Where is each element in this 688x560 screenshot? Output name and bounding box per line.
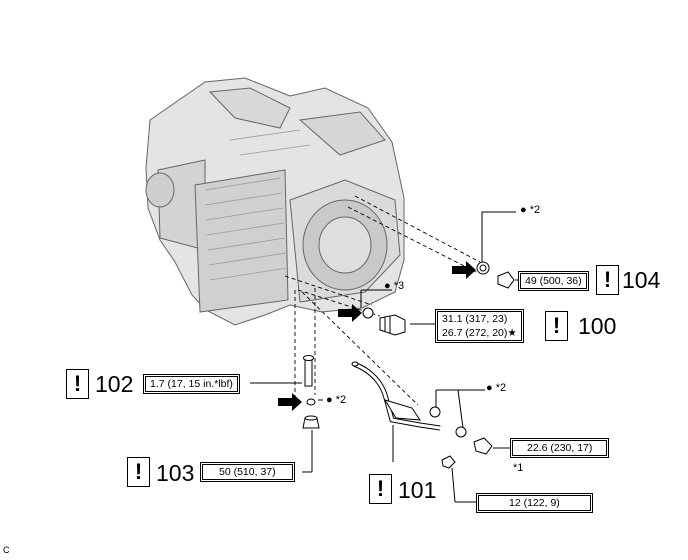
o-ring-100 xyxy=(362,307,374,319)
warning-icon-103: ! xyxy=(127,457,150,487)
torque-102: 1.7 (17, 15 in.*lbf) xyxy=(145,376,238,392)
union-bolt xyxy=(473,437,493,455)
note-101: ● *2 xyxy=(486,382,507,394)
gasket-b xyxy=(455,426,467,438)
torque-104: 49 (500, 36) xyxy=(520,273,587,289)
warning-icon-100: ! xyxy=(545,311,568,341)
transaxle-housing-illustration xyxy=(145,77,405,326)
warning-icon-102: ! xyxy=(66,369,89,399)
housing-details xyxy=(204,129,311,281)
install-arrows xyxy=(278,261,476,411)
corner-label: C xyxy=(3,545,10,555)
ref-104: 104 xyxy=(622,267,661,293)
arrow-100 xyxy=(338,304,362,322)
torque-box-bracket-bolt: 12 (122, 9) xyxy=(476,493,593,513)
ref-100: 100 xyxy=(578,313,617,339)
warning-icon-101: ! xyxy=(369,474,392,504)
torque-100-alt: 26.7 (272, 20)★ xyxy=(442,327,517,339)
note-100: ● *3 xyxy=(384,280,405,292)
bracket-bolt xyxy=(441,455,456,469)
warning-icon-104: ! xyxy=(596,265,619,295)
ref-102: 102 xyxy=(95,371,134,397)
o-ring-102 xyxy=(306,398,316,406)
union-100 xyxy=(379,314,406,336)
torque-box-103: 50 (510, 37) xyxy=(200,462,295,482)
torque-box-104: 49 (500, 36) xyxy=(518,271,589,291)
ref-103: 103 xyxy=(156,460,195,486)
torque-103: 50 (510, 37) xyxy=(202,464,293,480)
arrow-104 xyxy=(452,261,476,279)
gasket-a xyxy=(429,406,441,418)
arrow-102 xyxy=(278,393,302,411)
solid-leaders xyxy=(250,211,520,503)
oil-pipe-101 xyxy=(351,361,441,431)
torque-bracket-bolt: 12 (122, 9) xyxy=(478,495,591,511)
pipe-hardware xyxy=(429,406,493,469)
torque-box-100: 31.1 (317, 23) 26.7 (272, 20)★ xyxy=(435,309,524,343)
torque-union-bolt: 22.6 (230, 17) xyxy=(512,440,608,456)
torque-box-102: 1.7 (17, 15 in.*lbf) xyxy=(143,374,240,394)
parts xyxy=(302,261,515,429)
bolt-102 xyxy=(304,357,313,387)
note-union-bolt: *1 xyxy=(513,462,524,474)
ref-101: 101 xyxy=(398,477,437,503)
torque-box-union-bolt: 22.6 (230, 17) xyxy=(510,438,610,458)
plug-104 xyxy=(497,271,515,289)
torque-100-primary: 31.1 (317, 23) xyxy=(442,313,508,325)
note-104: ● *2 xyxy=(520,204,541,216)
note-102: ● *2 xyxy=(326,394,347,406)
